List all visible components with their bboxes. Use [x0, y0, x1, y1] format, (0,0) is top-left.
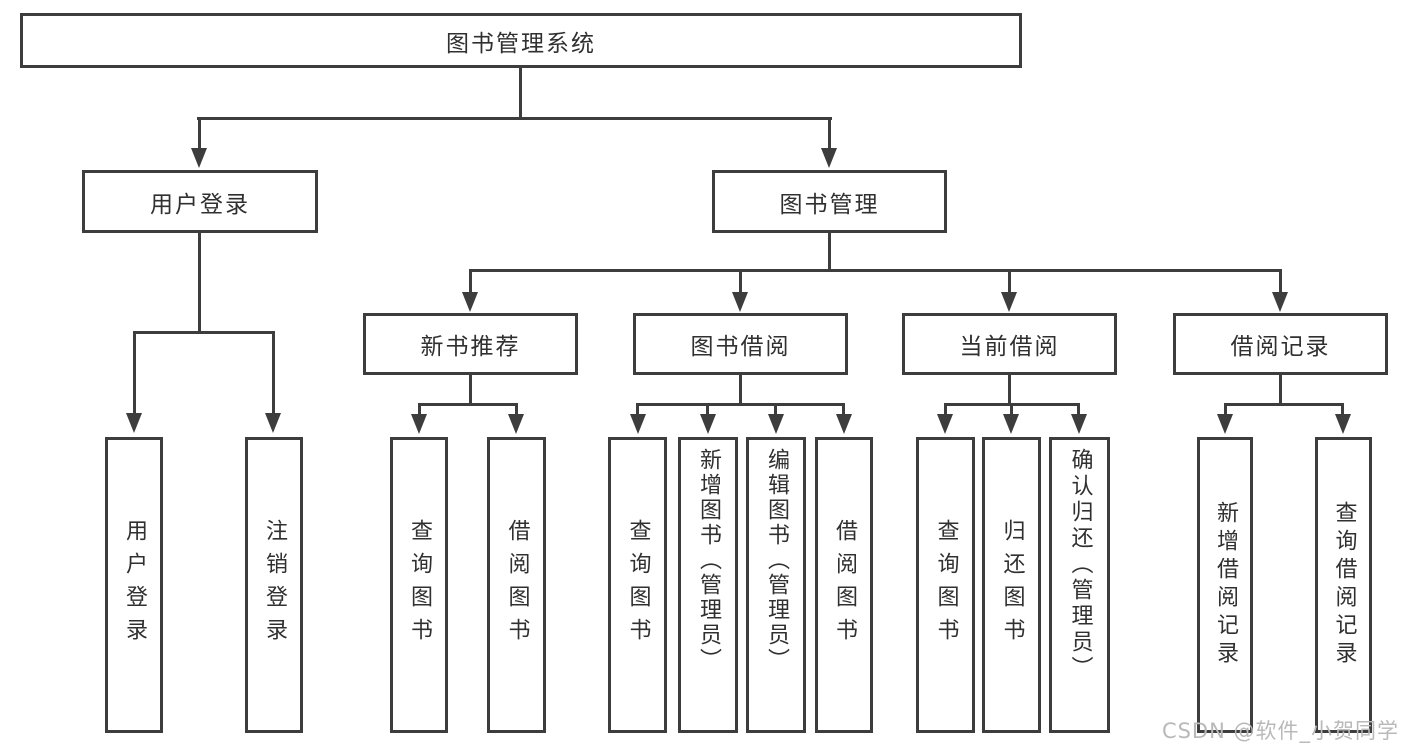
- node-label: 图书借阅: [690, 334, 791, 360]
- leaf-return-books: 归还图书: [982, 437, 1041, 733]
- node-label: 当前借阅: [959, 334, 1060, 360]
- arrow-down-icon: [126, 413, 142, 433]
- connector: [1279, 269, 1282, 296]
- connector: [739, 373, 742, 405]
- node-label: 图书管理系统: [446, 30, 596, 57]
- connector: [197, 117, 832, 120]
- leaf-label: 查询图书: [407, 519, 432, 651]
- node-new-book-recommend: 新书推荐: [363, 313, 578, 375]
- connector: [828, 231, 831, 272]
- arrow-down-icon: [1071, 414, 1087, 434]
- connector: [1341, 403, 1344, 416]
- connector: [1279, 373, 1282, 405]
- connector: [1010, 403, 1013, 416]
- arrow-down-icon: [836, 414, 852, 434]
- arrow-down-icon: [630, 414, 646, 434]
- node-label: 用户登录: [150, 191, 250, 218]
- connector: [842, 403, 845, 416]
- node-book-borrowing: 图书借阅: [633, 313, 848, 375]
- leaf-label: 确认归还（管理员）: [1067, 448, 1093, 682]
- arrow-down-icon: [1272, 292, 1288, 312]
- connector: [828, 117, 831, 150]
- leaf-label: 编辑图书（管理员）: [764, 448, 789, 673]
- leaf-borrow-books: 借阅图书: [815, 437, 873, 733]
- connector: [1077, 403, 1080, 416]
- leaf-add-borrow-record: 新增借阅记录: [1197, 437, 1253, 733]
- leaf-label: 新增借阅记录: [1213, 501, 1238, 669]
- node-label: 图书管理: [779, 191, 880, 218]
- leaf-query-borrow-record: 查询借阅记录: [1315, 437, 1372, 733]
- arrow-down-icon: [191, 148, 207, 168]
- connector: [1008, 269, 1011, 296]
- leaf-label: 借阅图书: [504, 519, 530, 651]
- connector: [774, 403, 777, 416]
- leaf-user-login: 用户登录: [105, 437, 163, 733]
- node-label: 新书推荐: [420, 334, 521, 360]
- leaf-label: 新增图书（管理员）: [696, 448, 721, 673]
- arrow-down-icon: [700, 414, 716, 434]
- leaf-query-books-recommend: 查询图书: [390, 437, 448, 733]
- leaf-label: 用户登录: [122, 519, 147, 651]
- leaf-label: 借阅图书: [832, 519, 857, 651]
- connector: [1224, 403, 1227, 416]
- leaf-label: 查询图书: [625, 519, 651, 651]
- arrow-down-icon: [821, 148, 837, 168]
- arrow-down-icon: [732, 292, 748, 312]
- leaf-query-books-current: 查询图书: [916, 437, 975, 733]
- arrow-down-icon: [937, 414, 953, 434]
- arrow-down-icon: [508, 414, 524, 434]
- node-current-borrowing: 当前借阅: [902, 313, 1117, 375]
- leaf-label: 查询借阅记录: [1331, 501, 1357, 669]
- arrow-down-icon: [462, 292, 478, 312]
- connector: [636, 403, 845, 406]
- arrow-down-icon: [768, 414, 784, 434]
- connector: [272, 331, 275, 415]
- leaf-add-book-admin: 新增图书（管理员）: [678, 437, 738, 733]
- arrow-down-icon: [1335, 414, 1351, 434]
- connector: [133, 331, 136, 415]
- node-label: 借阅记录: [1230, 334, 1331, 360]
- connector: [469, 269, 472, 296]
- connector: [1008, 373, 1011, 405]
- arrow-down-icon: [1217, 414, 1233, 434]
- connector: [944, 403, 947, 416]
- leaf-label: 归还图书: [999, 519, 1025, 651]
- connector: [469, 373, 472, 405]
- connector: [1224, 403, 1344, 406]
- connector: [198, 231, 201, 333]
- connector: [636, 403, 639, 416]
- arrow-down-icon: [265, 413, 281, 433]
- leaf-edit-book-admin: 编辑图书（管理员）: [746, 437, 806, 733]
- connector: [418, 403, 421, 416]
- connector: [515, 403, 518, 416]
- node-book-management: 图书管理: [712, 170, 947, 233]
- arrow-down-icon: [1001, 292, 1017, 312]
- node-root-system: 图书管理系统: [20, 13, 1022, 68]
- leaf-borrow-books-recommend: 借阅图书: [487, 437, 546, 733]
- connector: [418, 403, 518, 406]
- connector: [739, 269, 742, 296]
- connector: [198, 117, 201, 150]
- leaf-query-books-borrow: 查询图书: [608, 437, 667, 733]
- connector: [706, 403, 709, 416]
- arrow-down-icon: [1003, 414, 1019, 434]
- arrow-down-icon: [411, 414, 427, 434]
- leaf-confirm-return-admin: 确认归还（管理员）: [1049, 437, 1110, 733]
- node-user-login: 用户登录: [82, 170, 318, 233]
- node-borrowing-records: 借阅记录: [1173, 313, 1388, 375]
- leaf-logout: 注销登录: [245, 437, 303, 733]
- leaf-label: 查询图书: [933, 519, 959, 651]
- connector: [519, 66, 522, 119]
- leaf-label: 注销登录: [262, 519, 287, 651]
- connector: [470, 269, 1281, 272]
- watermark: CSDN @软件_小贺同学: [1161, 719, 1399, 743]
- connector: [133, 331, 274, 334]
